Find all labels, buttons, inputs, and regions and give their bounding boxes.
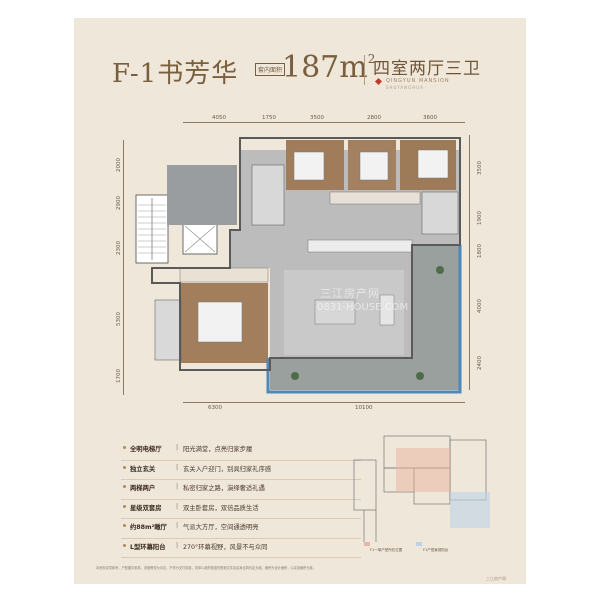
bathroom-right bbox=[421, 191, 459, 235]
bullet-icon bbox=[123, 485, 126, 488]
unit-area: 187m2 bbox=[282, 50, 375, 85]
legend-swatch-unit bbox=[364, 542, 370, 546]
corner-watermark: 三江房产网 bbox=[486, 576, 506, 581]
unit-title: F-1书芳华 bbox=[112, 59, 239, 89]
key-plan-legend-balcony: F1户型景观阳台 bbox=[423, 548, 449, 552]
stairwell bbox=[135, 194, 169, 264]
kitchen-counter bbox=[307, 239, 413, 253]
master-bed bbox=[197, 301, 243, 343]
bathroom-top bbox=[251, 164, 285, 226]
key-plan bbox=[353, 435, 490, 546]
dining-table bbox=[379, 294, 395, 326]
plant bbox=[436, 266, 444, 274]
top-dimension-line bbox=[183, 122, 465, 123]
watermark-text: 三江房产网 bbox=[320, 287, 380, 300]
key-plan-balcony bbox=[450, 492, 490, 528]
dim-top-4: 2800 bbox=[367, 115, 381, 121]
bullet-icon bbox=[123, 465, 126, 469]
brand-name: QINGYUN MANSION bbox=[386, 78, 450, 84]
bullet-icon bbox=[123, 524, 126, 527]
bullet-icon bbox=[123, 446, 126, 449]
plant bbox=[416, 372, 424, 380]
bottom-dimension-line bbox=[183, 402, 465, 403]
right-dimension-line bbox=[469, 135, 470, 390]
disclaimer: 本资料仅供参考，户型图中家具、设施等仅为示意，不作为交付标准，具体以政府批准的规… bbox=[96, 566, 316, 570]
feature-item: L型环幕阳台|270°环幕视野，风景不与众同 bbox=[121, 539, 361, 558]
legend-swatch-balcony bbox=[416, 542, 422, 546]
dim-top-5: 3600 bbox=[423, 115, 437, 121]
key-plan-highlight bbox=[396, 448, 450, 492]
area-unit: m bbox=[339, 50, 368, 85]
dim-top-1: 4050 bbox=[212, 115, 226, 121]
area-superscript: 2 bbox=[367, 52, 376, 66]
dim-top-2: 1750 bbox=[262, 115, 276, 121]
sofa bbox=[314, 299, 356, 325]
elevator bbox=[182, 223, 218, 255]
entry-lobby bbox=[167, 165, 237, 225]
area-value: 187 bbox=[282, 50, 340, 85]
feature-list: 全明电梯厅|阳光满堂，点亮归家步履 独立玄关|玄关入户迎门，别具归家礼序感 两梯… bbox=[121, 441, 361, 558]
feature-item: 独立玄关|玄关入户迎门，别具归家礼序感 bbox=[121, 461, 361, 480]
feature-item: 约88m²瞰厅|气派大方厅，空间通透明亮 bbox=[121, 519, 361, 539]
dim-bottom-1: 6300 bbox=[208, 405, 222, 411]
wardrobe-row bbox=[329, 191, 421, 205]
bed-1 bbox=[293, 151, 325, 181]
feature-item: 两梯两户|私密归家之路，演绎奢适礼遇 bbox=[121, 480, 361, 500]
area-tag: 套内面积 bbox=[255, 63, 286, 76]
brand-subtitle: SHUFANGHUA bbox=[386, 85, 424, 90]
dim-top-3: 3500 bbox=[310, 115, 324, 121]
feature-item: 全明电梯厅|阳光满堂，点亮归家步履 bbox=[121, 441, 361, 461]
left-dimension-line bbox=[123, 140, 124, 395]
bullet-icon bbox=[123, 504, 126, 508]
balcony-curtain-wall bbox=[266, 245, 462, 394]
title-divider bbox=[364, 55, 365, 85]
unit-layout: 四室两厅三卫 bbox=[373, 59, 481, 79]
bed-3 bbox=[417, 149, 449, 179]
master-bath bbox=[154, 299, 182, 361]
feature-item: 星级双套房|双主卧套房，双倍品质生活 bbox=[121, 500, 361, 519]
plant bbox=[291, 372, 299, 380]
watermark-number: 0831-HOUSE.COM bbox=[317, 302, 409, 313]
walk-in-closet bbox=[179, 267, 269, 283]
key-plan-legend-unit: F1一单户型所在位置 bbox=[370, 548, 403, 552]
bullet-icon bbox=[123, 543, 126, 547]
dim-bottom-2: 10100 bbox=[355, 405, 373, 411]
exterior-walls bbox=[151, 137, 461, 371]
bed-2 bbox=[359, 151, 389, 181]
